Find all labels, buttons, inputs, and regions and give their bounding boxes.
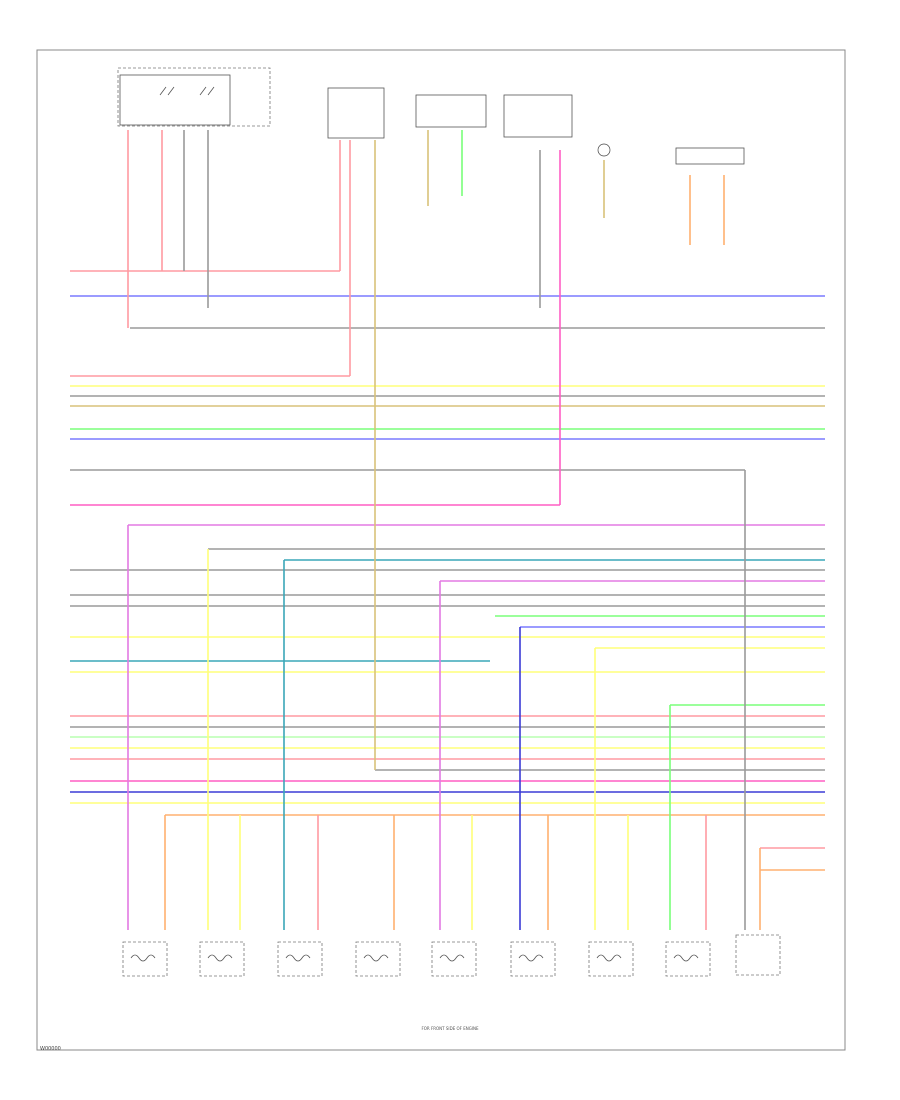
injector-coil <box>207 954 233 962</box>
diagram-frame <box>36 49 846 1051</box>
risers-layer <box>127 130 761 930</box>
injector-box <box>122 941 168 977</box>
diagram-caption: FOR FRONT SIDE OF ENGINE <box>421 1026 479 1031</box>
right-module <box>735 934 781 976</box>
injector-inj5 <box>431 941 477 977</box>
diagram-code: W00000 <box>40 1046 61 1052</box>
injector-box <box>431 941 477 977</box>
injector-inj4 <box>355 941 401 977</box>
sensor-module <box>415 94 487 128</box>
sensor-element <box>597 143 611 157</box>
injector-inj6 <box>510 941 556 977</box>
injector-box <box>355 941 401 977</box>
injector-inj3 <box>277 941 323 977</box>
injector-inj7 <box>588 941 634 977</box>
switch-module <box>327 87 385 139</box>
injector-coil <box>285 954 311 962</box>
top-components <box>117 67 745 165</box>
injector-box <box>510 941 556 977</box>
injectors-layer <box>122 941 711 977</box>
injector-coil <box>596 954 622 962</box>
injector-box <box>199 941 245 977</box>
injector-coil <box>363 954 389 962</box>
relay-contacts <box>159 86 215 96</box>
relay-box <box>117 67 271 127</box>
injector-box <box>588 941 634 977</box>
injector-inj1 <box>122 941 168 977</box>
injector-coil <box>439 954 465 962</box>
injector-inj8 <box>665 941 711 977</box>
injector-coil <box>673 954 699 962</box>
wires-layer <box>70 270 825 871</box>
injector-coil <box>130 954 156 962</box>
relay-module <box>119 74 231 126</box>
control-module <box>503 94 573 138</box>
injector-box <box>277 941 323 977</box>
injector-box <box>665 941 711 977</box>
injector-coil <box>518 954 544 962</box>
instrument-cluster-connector <box>675 147 745 165</box>
injector-inj2 <box>199 941 245 977</box>
